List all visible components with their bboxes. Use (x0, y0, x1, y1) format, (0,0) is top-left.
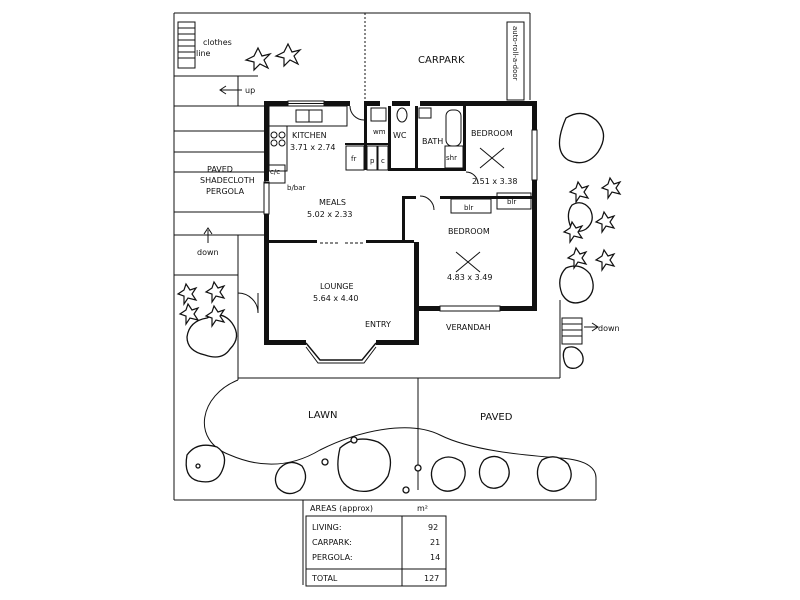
verandah-label: VERANDAH (446, 323, 491, 332)
meals-label: MEALS (319, 198, 346, 207)
palms (176, 42, 622, 328)
kitchen-dim: 3.71 x 2.74 (290, 143, 335, 152)
garden-path (203, 379, 597, 479)
bedroom1-dim: 2.51 x 3.38 (472, 177, 517, 186)
site-boundary (173, 12, 597, 585)
shr-label: shr (446, 154, 457, 162)
wc-label: WC (393, 131, 407, 140)
areas-row-label: LIVING: (312, 523, 342, 532)
side-paths: up down (174, 75, 561, 490)
lounge-label: LOUNGE (320, 282, 354, 291)
areas-row-value: 14 (430, 553, 440, 562)
up-label: up (245, 86, 255, 95)
auto-roll-door: auto-roll-a-door (506, 21, 525, 101)
blr2-label: blr (507, 198, 516, 206)
areas-row-value: 21 (430, 538, 440, 547)
kitchen-fittings (237, 105, 532, 314)
wm-label: wm (373, 128, 386, 136)
areas-row-label: PERGOLA: (312, 553, 353, 562)
areas-total-label: TOTAL (311, 574, 338, 583)
bedroom2-label: BEDROOM (448, 227, 490, 236)
bbar-label: b/bar (287, 184, 306, 192)
areas-unit: m² (417, 504, 428, 513)
steps-right: down (561, 317, 620, 345)
bath-label: BATH (422, 137, 443, 146)
carpark-label: CARPARK (418, 55, 465, 66)
down-right-label: down (598, 324, 620, 333)
lawn-label: LAWN (308, 410, 337, 421)
kitchen-label: KITCHEN (292, 131, 327, 140)
blr1-label: blr (464, 204, 473, 212)
lounge-dim: 5.64 x 4.40 (313, 294, 358, 303)
fr-label: fr (351, 155, 356, 163)
room-labels: CARPARK KITCHEN 3.71 x 2.74 wm WC BATH s… (200, 55, 517, 423)
bedroom1-label: BEDROOM (471, 129, 513, 138)
down-left-label: down (197, 248, 219, 257)
cc-label: c/c (270, 168, 280, 176)
auto-door-label: auto-roll-a-door (511, 26, 519, 81)
paved-label: PAVED (480, 412, 513, 423)
c-label: c (381, 157, 385, 165)
meals-dim: 5.02 x 2.33 (307, 210, 352, 219)
areas-total-value: 127 (424, 574, 439, 583)
entry-label: ENTRY (365, 320, 391, 329)
areas-row-value: 92 (428, 523, 438, 532)
areas-table: AREAS (approx) m² LIVING: 92 CARPARK: 21… (305, 504, 447, 587)
areas-row-label: CARPARK: (312, 538, 352, 547)
areas-title: AREAS (approx) (310, 504, 373, 513)
p-label: p (370, 157, 375, 165)
trees (185, 112, 605, 495)
bay-window (305, 342, 377, 361)
bedroom2-dim: 4.83 x 3.49 (447, 273, 492, 282)
